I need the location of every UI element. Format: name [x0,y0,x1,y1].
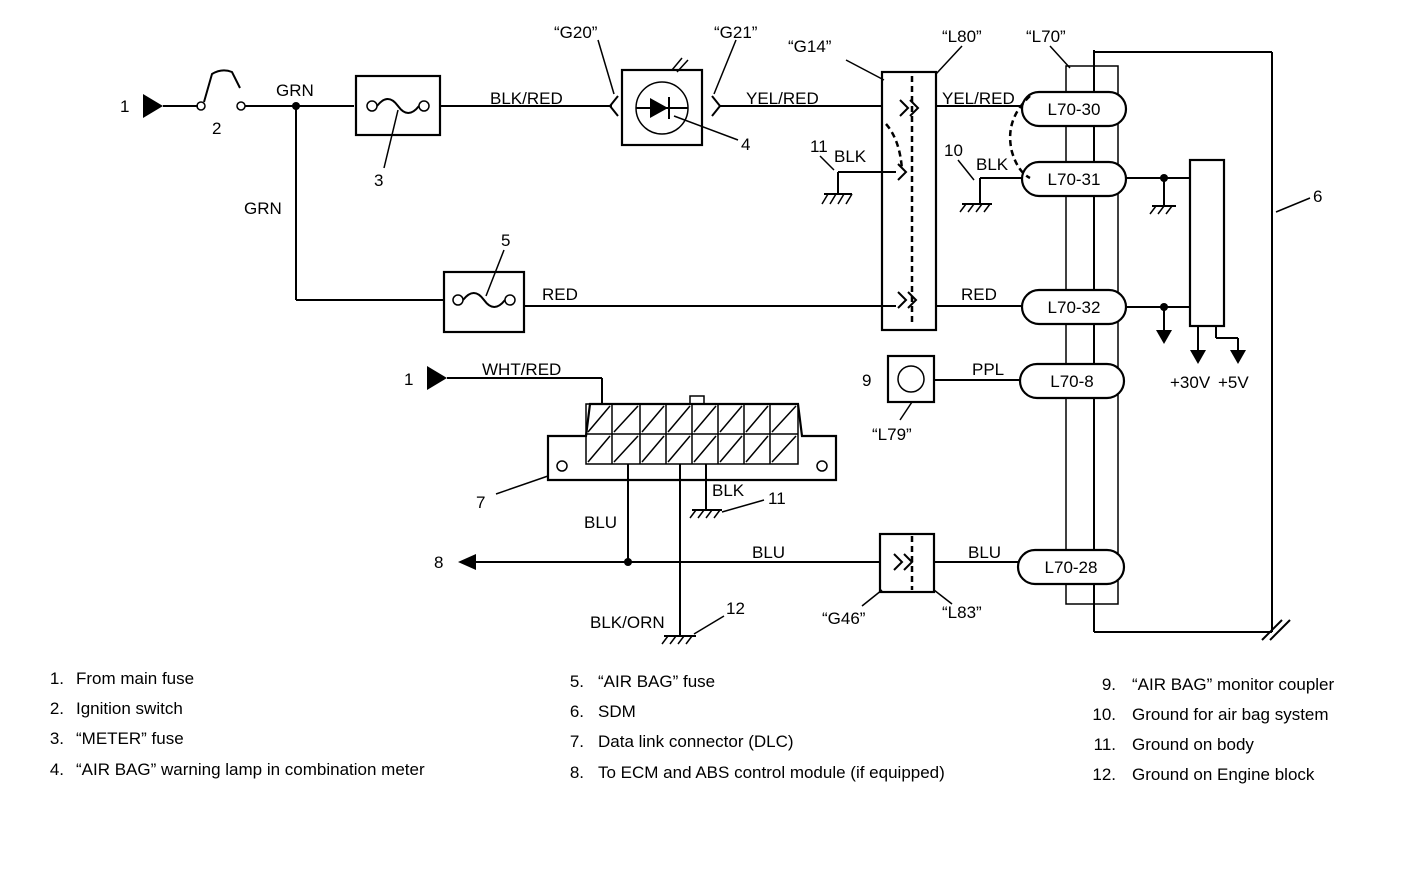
voltage-5v: +5V [1218,373,1249,392]
terminal-l70-28: L70-28 [1016,548,1126,586]
wire-label-grn: GRN [276,81,314,100]
legend-item-9: 9.“AIR BAG” monitor coupler [1101,675,1335,694]
terminal-l70-31: L70-31 [1020,160,1128,198]
ignition-switch [163,69,354,111]
svg-text:L70-31: L70-31 [1048,170,1101,189]
wire-label-yel-red-2: YEL/RED [942,89,1015,108]
terminal-l70-30: L70-30 [1020,90,1128,128]
wire-label-red-2: RED [961,285,997,304]
sdm-outline [1094,51,1291,641]
callout-7: 7 [476,493,485,512]
wire-label-yel-red: YEL/RED [746,89,819,108]
callout-6: 6 [1313,187,1322,206]
legend-item-11: 11.Ground on body [1093,735,1254,754]
wire-label-blk-10: BLK [976,155,1009,174]
legend-item-2: 2.Ignition switch [49,699,183,718]
callout-2: 2 [212,119,221,138]
wire-label-blu-3: BLU [968,543,1001,562]
svg-text:L70-28: L70-28 [1045,558,1098,577]
wire-label-wht-red: WHT/RED [482,360,561,379]
air-bag-warning-lamp [620,57,704,147]
wire-label-blk-orn: BLK/ORN [590,613,665,632]
air-bag-fuse [442,270,526,334]
svg-text:L70-30: L70-30 [1048,100,1101,119]
connector-l79: “L79” [872,425,912,444]
legend-item-4: 4.“AIR BAG” warning lamp in combination … [49,760,425,779]
connector-g21: “G21” [714,23,758,42]
callout-9: 9 [862,371,871,390]
wire-label-blk-11: BLK [834,147,867,166]
wire-label-ppl: PPL [972,360,1004,379]
wire-label-red: RED [542,285,578,304]
terminal-l70-32: L70-32 [1020,288,1128,326]
wire-label-blk-red: BLK/RED [490,89,563,108]
callout-10: 10 [944,141,963,160]
connector-block-g14-l80 [880,70,938,332]
connector-block-g46-l83 [878,532,936,594]
connector-l80: “L80” [942,27,982,46]
data-link-connector [546,395,838,482]
legend-item-1: 1.From main fuse [49,669,195,688]
voltage-30v: +30V [1170,373,1211,392]
connector-g14: “G14” [788,37,832,56]
sdm-internal-module [1188,158,1226,328]
connector-l83: “L83” [942,603,982,622]
wire-label-blk-dlc: BLK [712,481,745,500]
callout-4: 4 [741,135,750,154]
legend-item-12: 12.Ground on Engine block [1092,765,1315,784]
terminal-l70-8: L70-8 [1018,362,1126,400]
callout-11-top: 11 [810,137,828,156]
callout-8: 8 [434,553,443,572]
callout-5: 5 [501,231,510,250]
source-arrow-1 [143,94,163,118]
wire-label-grn-vertical: GRN [244,199,282,218]
legend-item-10: 10.Ground for air bag system [1092,705,1329,724]
meter-fuse [354,74,442,137]
svg-text:L70-32: L70-32 [1048,298,1101,317]
callout-11-lower: 11 [768,489,786,508]
legend-item-3: 3.“METER” fuse [49,729,184,748]
callout-12: 12 [726,599,745,618]
legend-item-8: 8.To ECM and ABS control module (if equi… [569,763,945,782]
air-bag-monitor-coupler [886,354,936,404]
connector-g46: “G46” [822,609,866,628]
callout-1: 1 [120,97,129,116]
connector-l70-housing [1065,50,1119,632]
connector-l70: “L70” [1026,27,1066,46]
shorting-bar [1008,95,1031,180]
svg-text:L70-8: L70-8 [1050,372,1093,391]
callout-3: 3 [374,171,383,190]
source-arrow-1-lower [427,366,447,390]
arrow-to-ecm [458,554,476,570]
legend-item-6: 6.SDM [569,702,636,721]
wire-label-blu: BLU [584,513,617,532]
legend-item-5: 5.“AIR BAG” fuse [569,672,716,691]
callout-1-lower: 1 [404,370,413,389]
connector-g20: “G20” [554,23,598,42]
wire-label-blu-2: BLU [752,543,785,562]
legend-item-7: 7.Data link connector (DLC) [569,732,794,751]
